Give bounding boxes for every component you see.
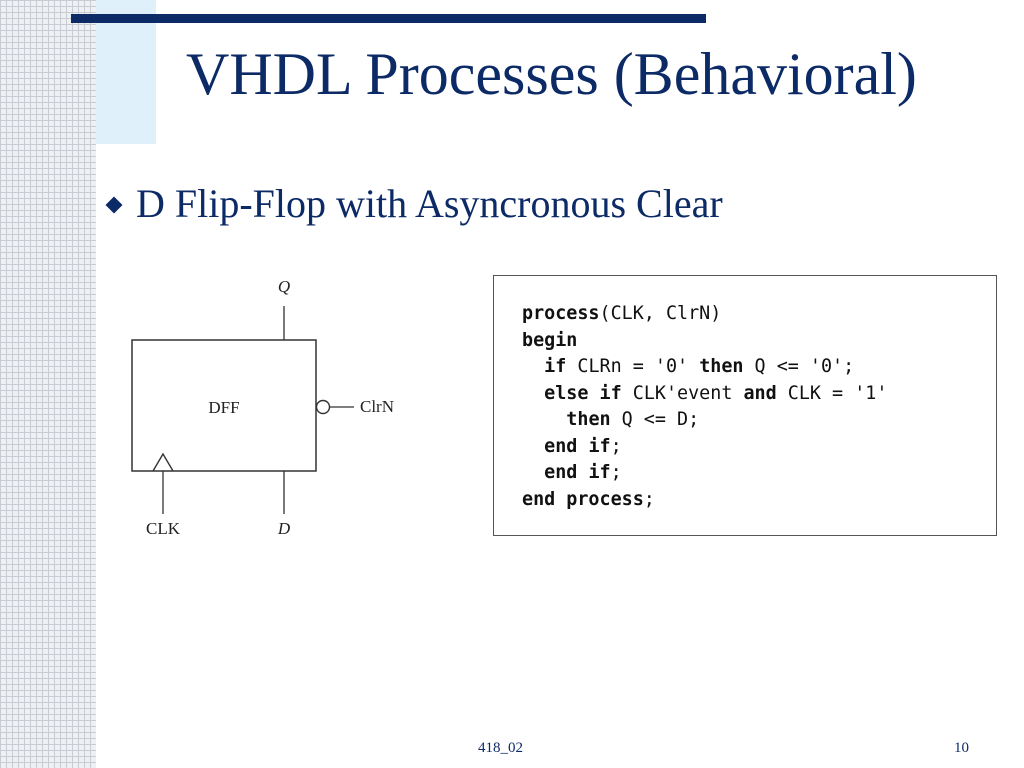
- code-keyword: if: [544, 356, 567, 377]
- code-text: ;: [610, 435, 622, 457]
- code-keyword: begin: [522, 329, 578, 351]
- footer-label: 418_02: [478, 740, 523, 756]
- code-line: end if;: [522, 434, 887, 461]
- clock-triangle-icon: [152, 452, 174, 472]
- grid-background-strip: [0, 0, 96, 768]
- clear-label: ClrN: [360, 397, 394, 416]
- q-label: Q: [278, 277, 290, 296]
- code-text: CLK'event: [621, 382, 744, 404]
- code-text: [522, 462, 544, 483]
- bullet-text: D Flip-Flop with Asyncronous Clear: [136, 181, 723, 226]
- slide-title: VHDL Processes (Behavioral): [186, 41, 917, 107]
- code-text: [522, 383, 544, 404]
- code-keyword: end process: [522, 488, 644, 510]
- code-text: (CLK, ClrN): [599, 303, 722, 324]
- code-keyword: then: [566, 409, 611, 430]
- code-text: [522, 436, 544, 457]
- clock-label: CLK: [146, 519, 181, 538]
- title-rule: [71, 14, 706, 23]
- code-keyword: end if: [544, 462, 611, 483]
- code-text: CLK = '1': [776, 382, 888, 404]
- code-listing-box: process(CLK, ClrN)begin if CLRn = '0' th…: [493, 275, 997, 536]
- code-text: Q <= D;: [610, 409, 700, 430]
- code-listing: process(CLK, ClrN)begin if CLRn = '0' th…: [522, 301, 887, 513]
- dff-block: [131, 339, 317, 472]
- code-text: [522, 356, 544, 377]
- code-text: ;: [643, 488, 655, 510]
- d-label: D: [277, 519, 291, 538]
- code-keyword: else if: [544, 382, 622, 404]
- code-text: [522, 409, 566, 430]
- code-line: process(CLK, ClrN): [522, 301, 887, 328]
- bullet-item: D Flip-Flop with Asyncronous Clear: [105, 181, 723, 226]
- dff-block-label: DFF: [208, 398, 239, 417]
- code-keyword: process: [522, 303, 600, 324]
- code-line: begin: [522, 328, 887, 355]
- code-text: ;: [610, 462, 622, 483]
- code-keyword: then: [699, 356, 744, 377]
- clear-inversion-bubble: [315, 399, 331, 415]
- code-keyword: and: [743, 382, 777, 404]
- code-line: end if;: [522, 460, 887, 487]
- code-line: if CLRn = '0' then Q <= '0';: [522, 354, 887, 381]
- diamond-bullet-icon: [105, 196, 123, 214]
- dff-diagram: Q DFF ClrN CLK D: [131, 277, 394, 538]
- page-number: 10: [954, 740, 969, 756]
- code-line: else if CLK'event and CLK = '1': [522, 381, 887, 408]
- code-keyword: end if: [544, 435, 611, 457]
- code-line: end process;: [522, 487, 887, 514]
- code-text: CLRn = '0': [566, 356, 700, 377]
- code-text: Q <= '0';: [743, 356, 855, 377]
- code-line: then Q <= D;: [522, 407, 887, 434]
- accent-block: [96, 0, 156, 144]
